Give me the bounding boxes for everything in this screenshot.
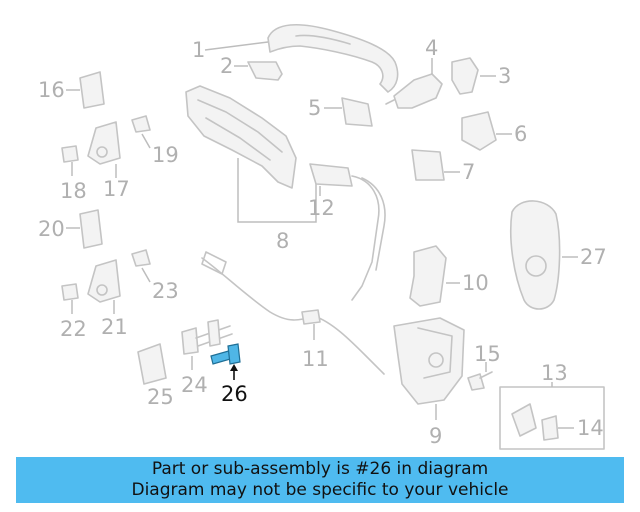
callout-18: 18 bbox=[60, 179, 87, 203]
info-banner: Part or sub-assembly is #26 in diagram D… bbox=[16, 457, 624, 503]
part-9-door-latch bbox=[393, 317, 465, 405]
callout-2: 2 bbox=[220, 54, 233, 78]
part-6-bezel bbox=[461, 111, 497, 151]
callout-10: 10 bbox=[462, 271, 489, 295]
part-11-inside-cable bbox=[201, 251, 385, 375]
callout-20: 20 bbox=[38, 217, 65, 241]
arrowhead-26 bbox=[230, 364, 238, 371]
callout-7: 7 bbox=[462, 160, 475, 184]
callout-24: 24 bbox=[181, 373, 208, 397]
callout-13: 13 bbox=[541, 361, 568, 385]
part-4-lock-cylinder bbox=[385, 73, 443, 109]
part-21-hinge bbox=[87, 259, 121, 303]
leader-23 bbox=[141, 267, 151, 283]
callout-12: 12 bbox=[308, 196, 335, 220]
part-18-bolt bbox=[61, 145, 79, 163]
part-23-bolt bbox=[131, 249, 151, 267]
part-17-hinge bbox=[87, 121, 121, 165]
part-20-hinge bbox=[79, 209, 103, 249]
callout-8: 8 bbox=[276, 229, 289, 253]
part-8-handle-frame bbox=[185, 85, 297, 189]
banner-line-2: Diagram may not be specific to your vehi… bbox=[131, 480, 509, 500]
part-1-outer-handle bbox=[267, 23, 399, 93]
leader-1 bbox=[204, 41, 269, 51]
callout-15: 15 bbox=[474, 342, 501, 366]
part-22-bolt bbox=[61, 283, 79, 301]
part-27-panel bbox=[509, 200, 561, 310]
part-25-seal bbox=[137, 343, 167, 385]
callout-21: 21 bbox=[101, 315, 128, 339]
callout-27: 27 bbox=[580, 245, 607, 269]
callout-16: 16 bbox=[38, 78, 65, 102]
part-10-actuator bbox=[409, 245, 447, 307]
part-24-door-check bbox=[181, 319, 233, 355]
callout-19: 19 bbox=[152, 143, 179, 167]
part-2-handle-gasket bbox=[247, 61, 283, 81]
callout-26: 26 bbox=[221, 382, 248, 406]
part-26-bolt-highlighted bbox=[210, 343, 241, 365]
part-19-bolt bbox=[131, 115, 151, 133]
callout-17: 17 bbox=[103, 177, 130, 201]
callout-4: 4 bbox=[425, 36, 438, 60]
callout-23: 23 bbox=[152, 279, 179, 303]
leader-8 bbox=[237, 158, 317, 223]
part-7-pad bbox=[411, 149, 445, 181]
part-12-cable-connector bbox=[309, 163, 386, 301]
callout-25: 25 bbox=[147, 385, 174, 409]
callout-1: 1 bbox=[192, 38, 205, 62]
callout-22: 22 bbox=[60, 317, 87, 341]
part-16-hinge bbox=[79, 71, 105, 109]
callout-5: 5 bbox=[308, 96, 321, 120]
callout-6: 6 bbox=[514, 122, 527, 146]
callout-11: 11 bbox=[302, 347, 329, 371]
part-3-cover bbox=[451, 57, 479, 95]
part-15-screw bbox=[467, 371, 493, 391]
callout-3: 3 bbox=[498, 64, 511, 88]
callout-9: 9 bbox=[429, 424, 442, 448]
banner-line-1: Part or sub-assembly is #26 in diagram bbox=[151, 459, 489, 479]
part-13-striker-assembly bbox=[499, 386, 605, 450]
leader-19 bbox=[141, 133, 151, 149]
callout-14: 14 bbox=[577, 416, 604, 440]
part-5-bracket bbox=[341, 97, 373, 127]
